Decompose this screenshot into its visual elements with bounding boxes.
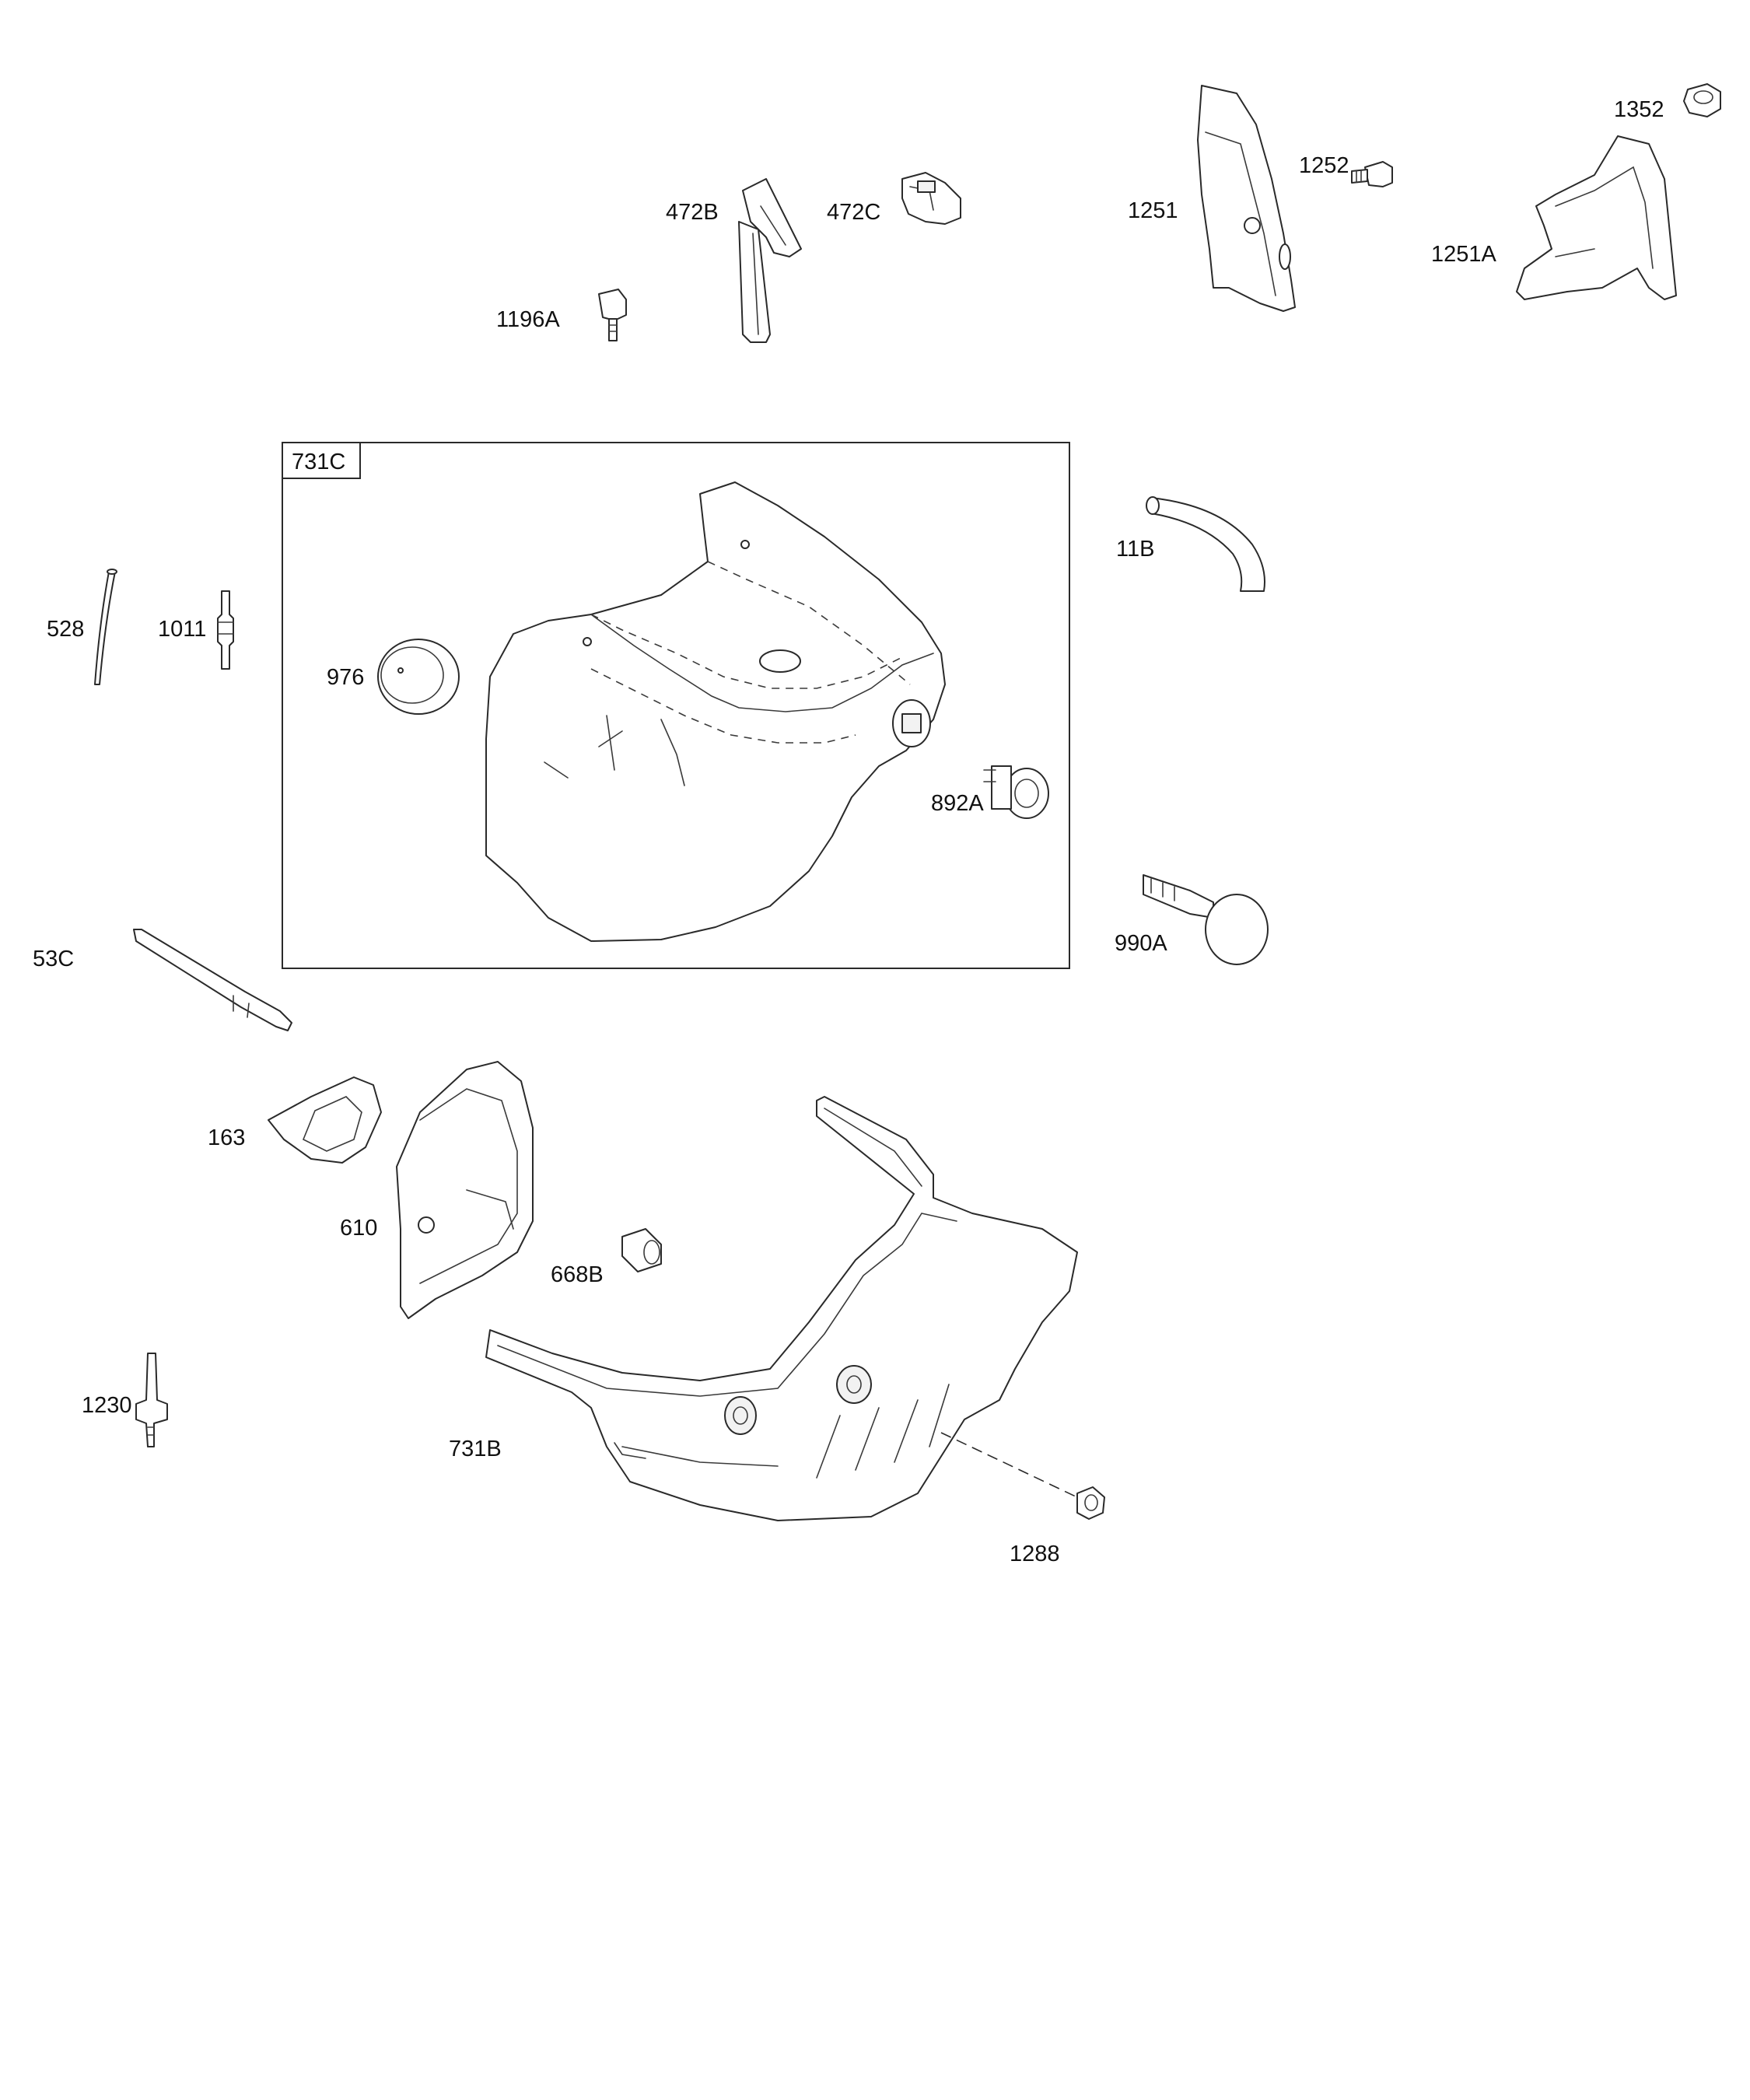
callout-472b: 472B (666, 200, 719, 225)
group-box-label: 731C (292, 450, 345, 474)
leader-line-1288 (940, 1432, 1078, 1498)
part-528-fuel-line (94, 569, 117, 685)
callout-668b: 668B (551, 1262, 604, 1287)
part-976-cap (377, 639, 460, 715)
part-1230-stud (135, 1353, 168, 1447)
part-472c-knob (901, 172, 961, 225)
part-892a-switch (983, 765, 1049, 819)
part-163-gasket (268, 1076, 382, 1164)
part-1288-nut (1076, 1486, 1105, 1520)
callout-163: 163 (208, 1125, 245, 1150)
callout-990a: 990A (1115, 931, 1167, 956)
callout-1196a: 1196A (496, 307, 560, 332)
group-box-label-frame (282, 442, 361, 479)
callout-976: 976 (327, 665, 364, 690)
callout-1352: 1352 (1614, 97, 1664, 122)
part-731b-muffler (485, 1096, 1078, 1521)
part-53c-stud (133, 929, 292, 1031)
part-610-heat-shield (396, 1061, 534, 1319)
callout-528: 528 (47, 617, 84, 642)
part-731c-fuel-tank (485, 481, 946, 942)
part-1196a-screw (598, 289, 627, 341)
part-472b-lever-shaft (738, 178, 802, 343)
group-box-731c (282, 442, 1070, 969)
part-990a-knob (1143, 874, 1269, 965)
callout-731b: 731B (449, 1437, 502, 1461)
callout-892a: 892A (931, 791, 984, 816)
part-11b-hose (1146, 496, 1265, 592)
callout-610: 610 (340, 1216, 377, 1241)
part-1352-nut (1683, 83, 1721, 117)
part-1251a-shield (1516, 135, 1677, 300)
callout-1251a: 1251A (1431, 242, 1497, 267)
callout-1230: 1230 (82, 1393, 132, 1418)
part-1252-bolt (1351, 161, 1393, 187)
callout-1252: 1252 (1299, 153, 1349, 178)
callout-11b: 11B (1116, 537, 1154, 562)
part-668b-spacer (621, 1228, 662, 1272)
part-1011-fitting (217, 590, 234, 670)
callout-53c: 53C (33, 947, 74, 971)
callout-1251: 1251 (1128, 198, 1178, 223)
part-1251-bracket (1197, 85, 1296, 312)
callout-1011: 1011 (158, 617, 206, 642)
callout-472c: 472C (827, 200, 880, 225)
callout-1288: 1288 (1010, 1542, 1060, 1566)
